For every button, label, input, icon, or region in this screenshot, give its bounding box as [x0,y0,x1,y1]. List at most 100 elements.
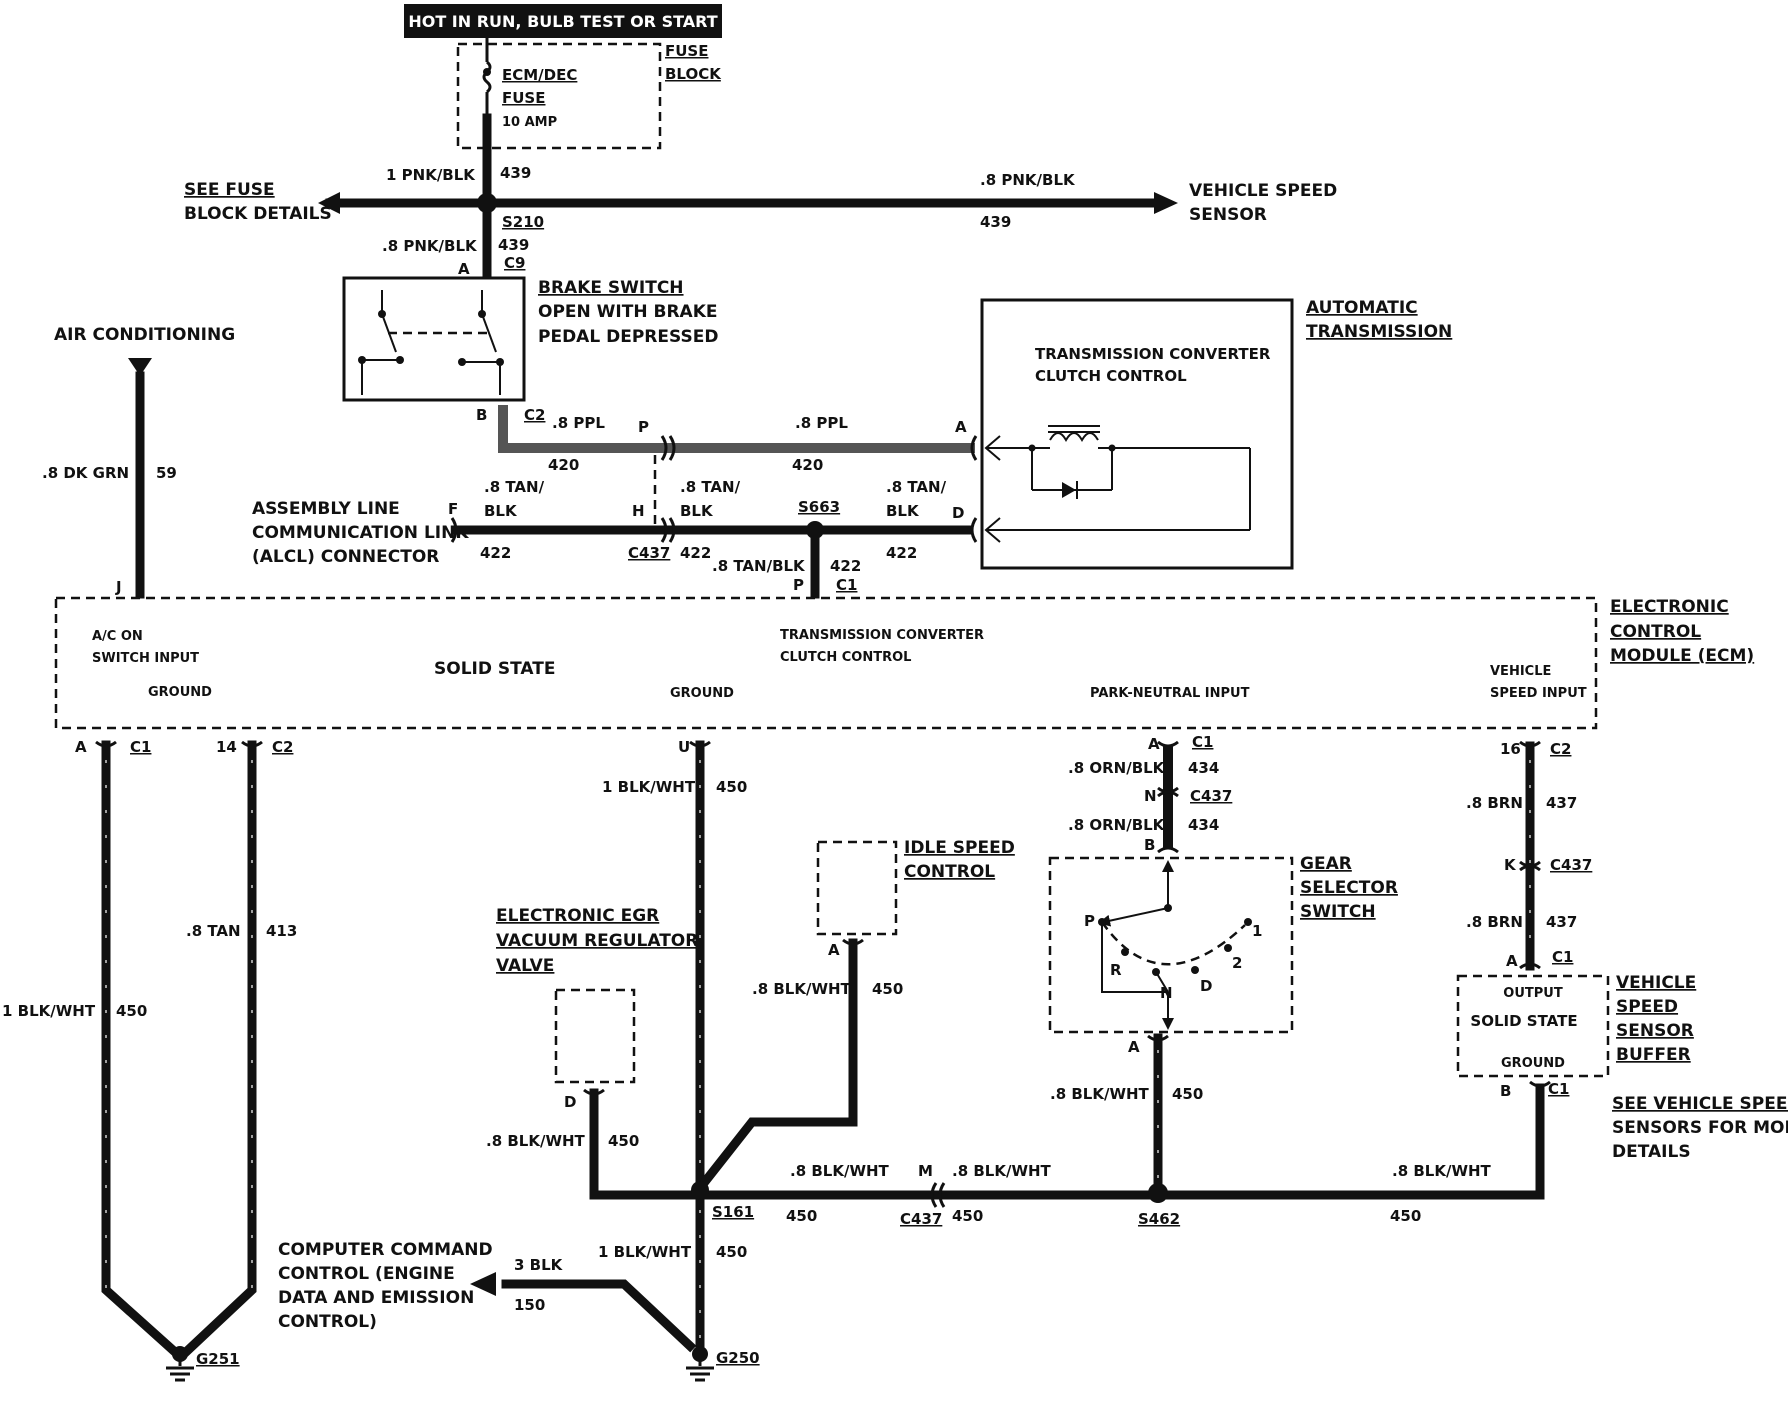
svg-text:.8 BLK/WHT: .8 BLK/WHT [486,1132,586,1150]
svg-text:A: A [1128,1038,1140,1056]
svg-text:A/C ON: A/C ON [92,629,143,644]
svg-text:C1: C1 [130,738,151,756]
svg-text:TRANSMISSION: TRANSMISSION [1306,322,1452,342]
svg-text:420: 420 [792,456,823,474]
svg-text:10 AMP: 10 AMP [502,115,557,130]
svg-text:422: 422 [680,544,711,562]
svg-text:CONTROL): CONTROL) [278,1312,377,1332]
arrow-left-icon [470,1272,496,1296]
svg-text:.8 PPL: .8 PPL [552,414,605,432]
svg-text:BLOCK: BLOCK [665,65,722,83]
svg-text:450: 450 [716,1243,747,1261]
svg-text:.8 TAN/: .8 TAN/ [886,478,947,496]
svg-text:P: P [1084,912,1095,930]
svg-text:434: 434 [1188,816,1219,834]
svg-text:2: 2 [1232,954,1242,972]
svg-text:1 PNK/BLK: 1 PNK/BLK [386,166,476,184]
svg-text:OPEN WITH BRAKE: OPEN WITH BRAKE [538,302,717,322]
svg-text:SPEED: SPEED [1616,997,1678,1017]
svg-text:SENSOR: SENSOR [1616,1021,1694,1041]
svg-text:150: 150 [514,1296,545,1314]
svg-text:B: B [1500,1082,1511,1100]
fuse-block: FUSE BLOCK ECM/DEC FUSE 10 AMP [456,38,722,150]
svg-text:GROUND: GROUND [670,686,734,701]
svg-text:BLK: BLK [680,502,714,520]
solenoid-coil-icon [1049,432,1099,443]
svg-text:GEAR: GEAR [1300,854,1352,874]
svg-text:B: B [476,406,487,424]
ground-g251: A C1 14 C2 1 BLK/WHT 450 .8 TAN 413 G251 [2,738,297,1382]
fuse-icon [482,60,492,94]
arrow-left-icon [318,192,340,214]
svg-text:439: 439 [500,164,531,182]
svg-text:437: 437 [1546,794,1577,812]
svg-text:A: A [75,738,87,756]
diode-icon [1062,482,1076,498]
svg-text:.8 TAN/: .8 TAN/ [484,478,545,496]
alcl-wire: ASSEMBLY LINE COMMUNICATION LINK (ALCL) … [252,478,978,599]
svg-text:450: 450 [1172,1085,1203,1103]
svg-text:450: 450 [716,778,747,796]
svg-text:D: D [952,504,964,522]
svg-text:.8 ORN/BLK: .8 ORN/BLK [1068,816,1166,834]
svg-text:14: 14 [216,738,237,756]
svg-text:420: 420 [548,456,579,474]
svg-text:450: 450 [1390,1207,1421,1225]
svg-text:A: A [828,941,840,959]
svg-text:.8 PNK/BLK: .8 PNK/BLK [980,171,1076,189]
svg-text:GROUND: GROUND [148,685,212,700]
svg-text:413: 413 [266,922,297,940]
svg-text:VALVE: VALVE [496,956,554,976]
svg-text:C437: C437 [1190,787,1232,805]
ppl-wire: .8 PPL 420 P .8 PPL 420 A [498,405,978,528]
svg-text:SOLID STATE: SOLID STATE [1470,1012,1577,1030]
svg-text:C2: C2 [272,738,293,756]
svg-text:.8 ORN/BLK: .8 ORN/BLK [1068,759,1166,777]
svg-text:PARK-NEUTRAL INPUT: PARK-NEUTRAL INPUT [1090,686,1250,701]
svg-text:.8 TAN/BLK: .8 TAN/BLK [712,557,806,575]
svg-text:BLK: BLK [886,502,920,520]
svg-text:439: 439 [980,213,1011,231]
svg-text:.8 DK GRN: .8 DK GRN [42,464,129,482]
vss-buffer: 16 C2 .8 BRN 437 K C437 .8 BRN 437 A C1 … [1390,740,1788,1225]
top-wires: 1 PNK/BLK 439 SEE FUSE BLOCK DETAILS S21… [184,113,1337,278]
svg-text:450: 450 [952,1207,983,1225]
svg-text:.8 TAN: .8 TAN [186,922,241,940]
svg-text:59: 59 [156,464,177,482]
svg-text:.8 BRN: .8 BRN [1466,913,1523,931]
splice-s210 [477,193,497,213]
svg-text:D: D [1200,977,1212,995]
svg-text:SELECTOR: SELECTOR [1300,878,1398,898]
svg-text:A: A [955,418,967,436]
svg-text:H: H [632,502,645,520]
svg-text:PEDAL DEPRESSED: PEDAL DEPRESSED [538,327,718,347]
svg-text:GROUND: GROUND [1501,1056,1565,1071]
svg-text:SOLID STATE: SOLID STATE [434,659,555,679]
svg-text:439: 439 [498,236,529,254]
svg-text:.8 BLK/WHT: .8 BLK/WHT [952,1162,1052,1180]
svg-text:S161: S161 [712,1203,754,1221]
svg-text:HOT IN RUN, BULB TEST OR START: HOT IN RUN, BULB TEST OR START [408,12,717,31]
svg-text:FUSE: FUSE [665,42,708,60]
svg-text:U: U [678,738,690,756]
svg-text:1: 1 [1252,922,1262,940]
svg-text:.8 BRN: .8 BRN [1466,794,1523,812]
svg-text:S663: S663 [798,498,840,516]
svg-text:ELECTRONIC: ELECTRONIC [1610,597,1729,617]
power-source-label: HOT IN RUN, BULB TEST OR START [404,4,722,38]
svg-text:450: 450 [872,980,903,998]
svg-text:450: 450 [116,1002,147,1020]
svg-text:434: 434 [1188,759,1219,777]
svg-text:(ALCL) CONNECTOR: (ALCL) CONNECTOR [252,547,439,567]
svg-text:SENSORS FOR MORE: SENSORS FOR MORE [1612,1118,1788,1138]
svg-text:C9: C9 [504,254,525,272]
svg-text:ELECTRONIC EGR: ELECTRONIC EGR [496,906,659,926]
air-conditioning-feed: AIR CONDITIONING .8 DK GRN 59 J [42,325,235,599]
svg-text:G251: G251 [196,1350,240,1368]
svg-text:N: N [1144,787,1157,805]
svg-text:VEHICLE: VEHICLE [1490,664,1551,679]
svg-text:N: N [1160,984,1173,1002]
svg-text:F: F [448,500,458,518]
svg-text:3 BLK: 3 BLK [514,1256,564,1274]
